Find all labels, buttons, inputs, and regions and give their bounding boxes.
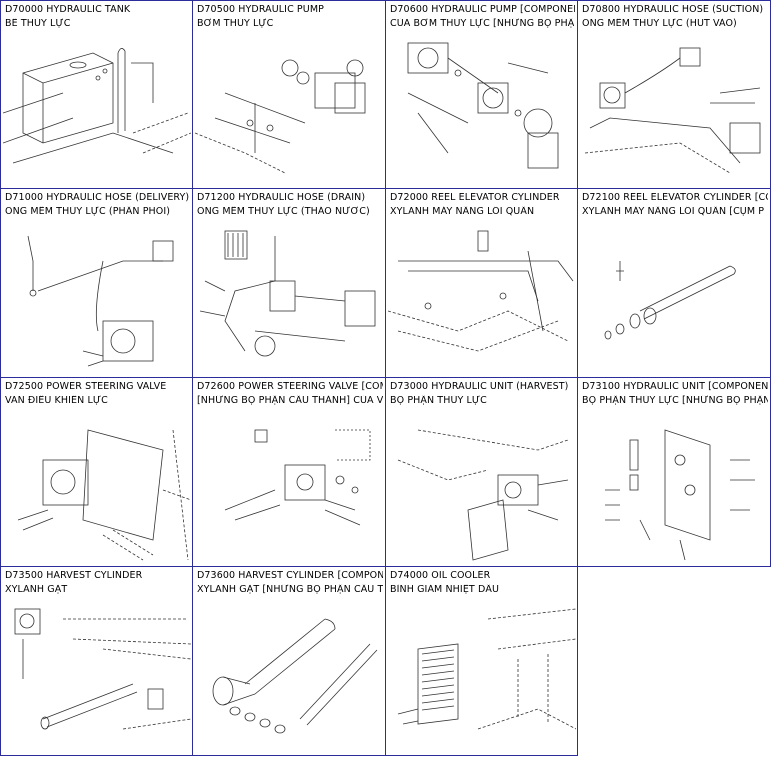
item-vi-title: ỐNG MỀM THỦY LỰC (HÚT VÀO) (582, 18, 737, 29)
catalog-item-d71200[interactable]: D71200 HYDRAULIC HOSE (DRAIN) ỐNG MỀM TH… (193, 189, 386, 378)
item-vi-title: [NHỮNG BỘ PHẬN CẤU THÀNH] CỦA V (197, 395, 383, 406)
delivery-hose-diagram (3, 221, 191, 375)
item-vi-title: ỐNG MỀM THỦY LỰC (THÁO NƯỚC) (197, 206, 370, 217)
catalog-item-d72100[interactable]: D72100 REEL ELEVATOR CYLINDER [CO XYLANH… (578, 189, 771, 378)
item-vi-title: XYLANH GẶT (5, 584, 68, 595)
catalog-item-d72000[interactable]: D72000 REEL ELEVATOR CYLINDER XYLANH MÁY… (386, 189, 578, 378)
item-code-title: D72600 POWER STEERING VALVE [COM (197, 381, 383, 392)
catalog-item-d73000[interactable]: D73000 HYDRAULIC UNIT (HARVEST) BỘ PHẬN … (386, 378, 578, 567)
hydraulic-pump-components-diagram (388, 33, 576, 187)
catalog-item-d70600[interactable]: D70600 HYDRAULIC PUMP [COMPONEN CỦA BƠM … (386, 0, 578, 189)
item-vi-title: CỦA BƠM THỦY LỰC [NHỮNG BỘ PHẬ (390, 18, 575, 29)
catalog-item-d73100[interactable]: D73100 HYDRAULIC UNIT [COMPONENT BỘ PHẬN… (578, 378, 771, 567)
item-code-title: D73600 HARVEST CYLINDER [COMPONE (197, 570, 383, 581)
hydraulic-tank-diagram (2, 33, 192, 187)
item-code-title: D73500 HARVEST CYLINDER (5, 570, 143, 581)
drain-hose-diagram (195, 221, 383, 375)
item-vi-title: VAN ĐIỀU KHIỂN LỰC (5, 395, 108, 406)
item-vi-title: XYLANH MÁY NÂNG LÕI QUẤN (390, 206, 535, 217)
hydraulic-unit-components-diagram (580, 410, 768, 564)
item-code-title: D73100 HYDRAULIC UNIT [COMPONENT (582, 381, 768, 392)
empty-cell (578, 567, 771, 756)
item-vi-title: BÌNH GIẢM NHIỆT DẦU (390, 584, 500, 595)
hydraulic-pump-diagram (194, 33, 383, 187)
item-vi-title: XYLANH GẶT [NHỮNG BỘ PHẬN CẤU T (197, 584, 383, 595)
catalog-item-d74000[interactable]: D74000 OIL COOLER BÌNH GIẢM NHIỆT DẦU (386, 567, 578, 756)
item-vi-title: BỘ PHẬN THỦY LỰC (390, 395, 487, 406)
hydraulic-unit-harvest-diagram (388, 410, 576, 564)
item-code-title: D72500 POWER STEERING VALVE (5, 381, 167, 392)
item-code-title: D71000 HYDRAULIC HOSE (DELIVERY) (5, 192, 190, 203)
catalog-item-d70800[interactable]: D70800 HYDRAULIC HOSE (SUCTION) ỐNG MỀM … (578, 0, 771, 189)
item-vi-title: BỘ PHẬN THỦY LỰC [NHỮNG BỘ PHẬN (582, 395, 768, 406)
reel-elevator-cylinder-diagram (387, 221, 576, 375)
item-code-title: D70500 HYDRAULIC PUMP (197, 4, 324, 15)
item-vi-title: ỐNG MỀM THỦY LỰC (PHÂN PHỐI) (5, 206, 171, 217)
harvest-cylinder-diagram (3, 599, 192, 753)
item-code-title: D74000 OIL COOLER (390, 570, 491, 581)
catalog-item-d72600[interactable]: D72600 POWER STEERING VALVE [COM [NHỮNG … (193, 378, 386, 567)
power-steering-valve-diagram (3, 410, 192, 564)
catalog-item-d70000[interactable]: D70000 HYDRAULIC TANK BỂ THỦY LỰC (0, 0, 193, 189)
catalog-item-d70500[interactable]: D70500 HYDRAULIC PUMP BƠM THỦY LỰC (193, 0, 386, 189)
item-vi-title: BƠM THỦY LỰC (197, 18, 274, 29)
catalog-item-d72500[interactable]: D72500 POWER STEERING VALVE VAN ĐIỀU KHI… (0, 378, 193, 567)
catalog-item-d73600[interactable]: D73600 HARVEST CYLINDER [COMPONE XYLANH … (193, 567, 386, 756)
power-steering-valve-components-diagram (195, 410, 383, 564)
item-vi-title: BỂ THỦY LỰC (5, 18, 71, 29)
catalog-item-d73500[interactable]: D73500 HARVEST CYLINDER XYLANH GẶT (0, 567, 193, 756)
oil-cooler-diagram (388, 599, 577, 753)
item-code-title: D72100 REEL ELEVATOR CYLINDER [CO (582, 192, 768, 203)
suction-hose-diagram (580, 33, 768, 187)
item-code-title: D71200 HYDRAULIC HOSE (DRAIN) (197, 192, 366, 203)
harvest-cylinder-components-diagram (195, 599, 383, 753)
item-code-title: D72000 REEL ELEVATOR CYLINDER (390, 192, 560, 203)
item-vi-title: XYLANH MÁY NÂNG LÕI QUẤN [CỤM P (582, 206, 765, 217)
reel-elevator-cylinder-components-diagram (580, 221, 768, 375)
item-code-title: D70000 HYDRAULIC TANK (5, 4, 131, 15)
catalog-item-d71000[interactable]: D71000 HYDRAULIC HOSE (DELIVERY) ỐNG MỀM… (0, 189, 193, 378)
item-code-title: D70600 HYDRAULIC PUMP [COMPONEN (390, 4, 575, 15)
item-code-title: D73000 HYDRAULIC UNIT (HARVEST) (390, 381, 569, 392)
item-code-title: D70800 HYDRAULIC HOSE (SUCTION) (582, 4, 764, 15)
